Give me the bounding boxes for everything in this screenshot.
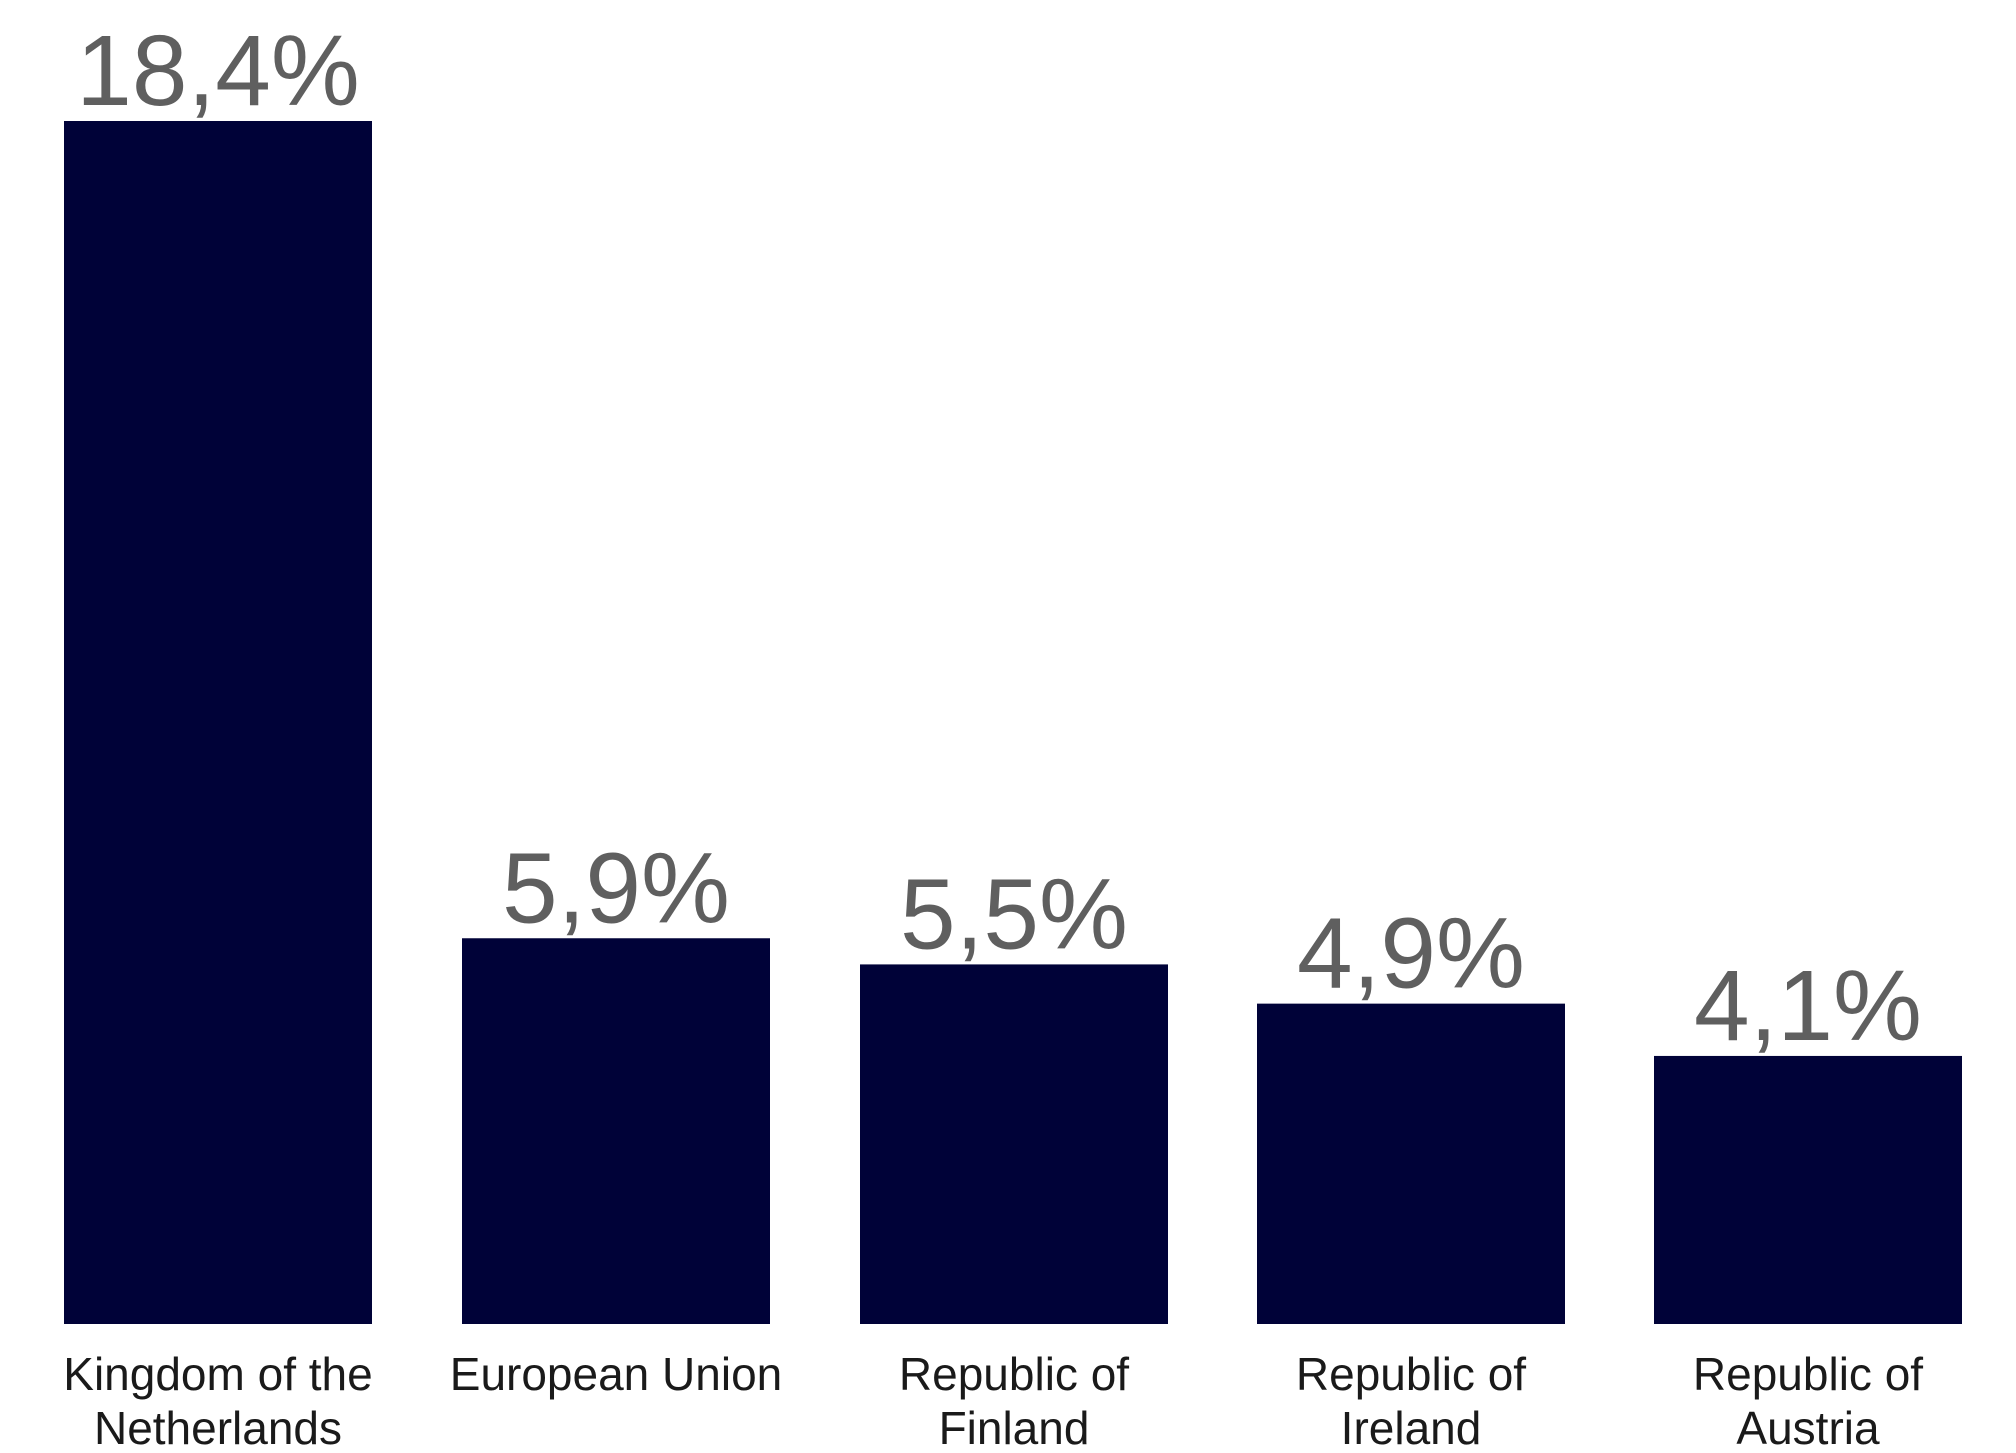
category-label-4-line-2: Ireland xyxy=(1341,1402,1482,1453)
category-label-1-line-2: Netherlands xyxy=(94,1402,342,1453)
value-label-2: 5,9% xyxy=(502,832,730,944)
value-label-4: 4,9% xyxy=(1297,898,1525,1010)
value-label-5: 4,1% xyxy=(1694,950,1922,1062)
category-label-3-line-2: Finland xyxy=(939,1402,1090,1453)
category-label-5-line-1: Republic of xyxy=(1693,1348,1923,1400)
bar-2 xyxy=(462,938,770,1324)
value-label-3: 5,5% xyxy=(900,858,1128,970)
category-label-3-line-1: Republic of xyxy=(899,1348,1129,1400)
category-label-5-line-2: Austria xyxy=(1736,1402,1880,1453)
bar-4 xyxy=(1257,1003,1565,1324)
bars-group xyxy=(64,121,1962,1324)
category-label-2-line-1: European Union xyxy=(450,1348,782,1400)
category-label-4-line-1: Republic of xyxy=(1296,1348,1526,1400)
bar-3 xyxy=(860,964,1168,1324)
bar-5 xyxy=(1654,1055,1962,1324)
category-label-1-line-1: Kingdom of the xyxy=(63,1348,372,1400)
value-labels-group: 18,4% 5,9% 5,5% 4,9% 4,1% xyxy=(76,15,1922,1062)
value-label-1: 18,4% xyxy=(76,15,360,127)
bar-1 xyxy=(64,121,372,1324)
